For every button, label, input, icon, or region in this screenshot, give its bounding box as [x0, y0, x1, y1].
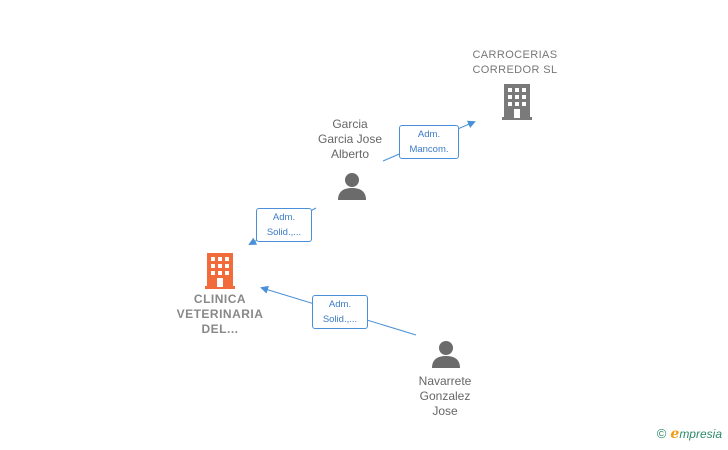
copyright-symbol: © — [656, 426, 667, 441]
person-label-line2: Garcia Jose — [317, 132, 383, 146]
edge-label-adm-mancom[interactable]: Adm. Mancom. — [399, 125, 459, 159]
edge-label-line1: Adm. — [328, 299, 352, 310]
edge-label-adm-solid-navarrete[interactable]: Adm. Solid.,... — [312, 295, 368, 329]
edge-label-line2: Mancom. — [409, 144, 449, 155]
person-label-line1: Garcia — [332, 117, 368, 131]
company-label-carrocerias[interactable]: CARROCERIAS CORREDOR SL — [455, 48, 575, 78]
person-label-line3: Jose — [432, 404, 458, 418]
edge-label-line1: Adm. — [417, 129, 441, 140]
company-label-line1: CLINICA — [193, 292, 247, 306]
company-label-line2: CORREDOR SL — [472, 64, 558, 76]
person-label-garcia[interactable]: Garcia Garcia Jose Alberto — [300, 117, 400, 162]
person-label-line2: Gonzalez — [419, 389, 471, 403]
company-label-line2: VETERINARIA — [176, 307, 264, 321]
person-icon[interactable] — [432, 340, 460, 368]
edge-label-line2: Solid.,... — [266, 227, 302, 238]
edge-label-line1: Adm. — [272, 212, 296, 223]
edge-label-line2: Solid.,... — [322, 314, 358, 325]
person-label-line3: Alberto — [330, 147, 370, 161]
company-label-line3: DEL... — [201, 322, 239, 336]
edge-label-adm-solid-garcia[interactable]: Adm. Solid.,... — [256, 208, 312, 242]
person-icon[interactable] — [338, 172, 366, 200]
brand-e: e — [670, 426, 680, 442]
person-label-navarrete[interactable]: Navarrete Gonzalez Jose — [395, 374, 495, 419]
building-icon[interactable] — [502, 84, 532, 120]
building-icon[interactable] — [205, 253, 235, 289]
person-label-line1: Navarrete — [418, 374, 472, 388]
empresia-logo: ©empresia — [657, 426, 722, 442]
company-label-clinica[interactable]: CLINICA VETERINARIA DEL... — [160, 292, 280, 337]
company-label-line1: CARROCERIAS — [472, 49, 558, 61]
brand-name: mpresia — [679, 427, 722, 441]
